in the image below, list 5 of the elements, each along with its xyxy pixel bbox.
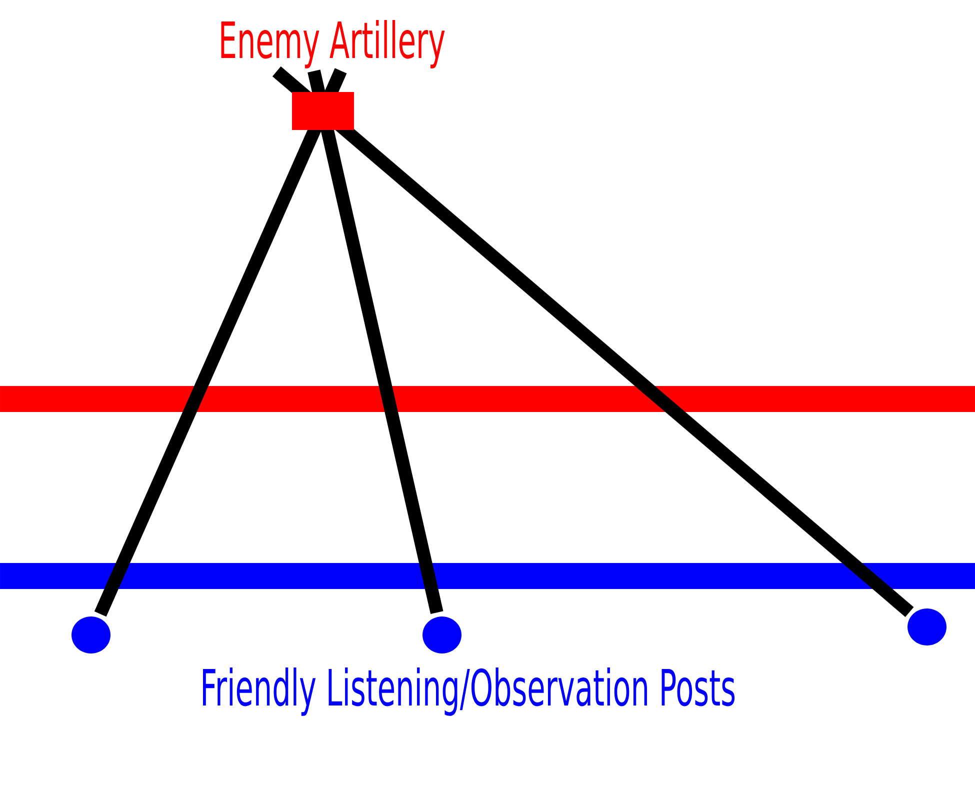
post-dot bbox=[908, 608, 946, 646]
post-dot bbox=[422, 616, 462, 654]
node-heading: Enemy Artillery bbox=[221, 20, 445, 68]
post-dot bbox=[72, 616, 110, 654]
group-label: Friendly Listening/Observation Posts bbox=[203, 668, 735, 716]
